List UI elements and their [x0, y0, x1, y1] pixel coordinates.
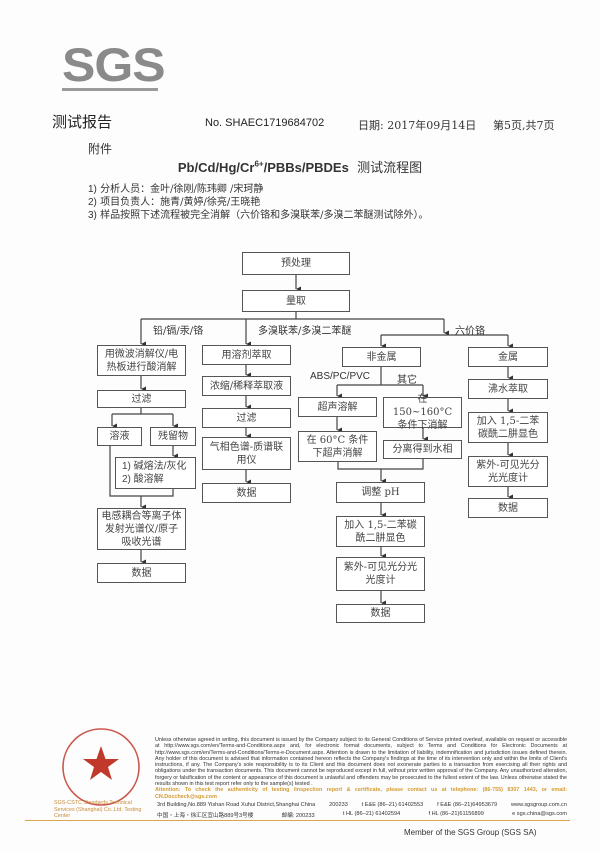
step-measure: 量取: [242, 290, 350, 312]
note-number: 2): [88, 197, 97, 208]
step-solution: 溶液: [97, 427, 142, 446]
footer-divider: [25, 820, 570, 821]
notes-list: 1) 分析人员：金叶/徐刚/陈玮卿 /宋珂静 2) 项目负责人：施青/黄婷/徐亮…: [88, 183, 428, 222]
note-text: 项目负责人：施青/黄婷/徐亮/王晓艳: [100, 197, 261, 208]
step-uv-vis: 紫外-可见光分光光度计: [336, 557, 425, 591]
step-digest-150c: 在 150~160°C 条件下消解: [383, 394, 462, 431]
postcode-cn: 邮编: 200233: [281, 813, 315, 819]
seal-caption: SGS-CSTC Standards Technical Services (S…: [54, 800, 142, 819]
step-boil-extract: 沸水萃取: [468, 379, 548, 399]
logo-underline: [62, 88, 158, 91]
note-number: 1): [88, 184, 97, 195]
step-data: 数据: [336, 604, 425, 623]
report-number: No. SHAEC1719684702: [205, 117, 325, 129]
title-main: Pb/Cd/Hg/Cr: [177, 160, 255, 175]
step-gc-ms: 气相色谱-质谱联用仪: [202, 437, 291, 470]
email: e sgs.china@sgs.com: [512, 811, 567, 817]
step-filter: 过滤: [202, 408, 291, 428]
company-seal: [62, 728, 140, 806]
sgs-logo: SGS: [62, 38, 166, 92]
annex-label: 附件: [88, 142, 113, 156]
residue-treatment-1: 1) 碱熔法/灰化: [122, 461, 187, 472]
branch-label-brominated: 多溴联苯/多溴二苯醚: [258, 326, 352, 337]
tel-en-1: t E&E (86–21) 61402553: [361, 802, 424, 808]
step-solvent-extract: 用溶剂萃取: [202, 345, 291, 365]
step-data: 数据: [202, 483, 291, 503]
tel-cn-2: f HL (86–21)61156899: [428, 811, 484, 817]
star-icon: [83, 746, 119, 780]
step-data: 数据: [468, 498, 548, 518]
step-icp-aas: 电感耦合等离子体发射光谱仪/原子吸收光谱: [97, 508, 186, 550]
address-row-en: 3rd Building,No.889 Yishan Road Xuhui Di…: [157, 802, 567, 808]
step-add-reagent: 加入 1,5-二苯碳酰二肼显色: [468, 412, 548, 443]
report-title: 测试报告: [52, 113, 113, 131]
branch-label-cr6: 六价铬: [455, 326, 485, 337]
title-rest: /PBBs/PBDEs: [263, 160, 349, 175]
member-line: Member of the SGS Group (SGS SA): [404, 828, 537, 837]
step-residue-treatment: 1) 碱熔法/灰化 2) 酸溶解: [115, 457, 196, 489]
address-row-cn: 中国・上海・徐汇区宜山路889号3号楼 邮编: 200233 t HL (86–…: [157, 811, 567, 819]
address-en: 3rd Building,No.889 Yishan Road Xuhui Di…: [157, 802, 316, 808]
step-data: 数据: [97, 563, 186, 583]
note-item: 1) 分析人员：金叶/徐刚/陈玮卿 /宋珂静: [88, 183, 428, 196]
step-separate-aqueous: 分离得到水相: [383, 440, 462, 459]
step-adjust-ph: 调整 pH: [336, 482, 425, 503]
tel-en-2: f E&E (86–21)64953679: [437, 802, 498, 808]
step-concentrate: 浓缩/稀释萃取液: [202, 376, 291, 396]
address-cn: 中国・上海・徐汇区宜山路889号3号楼: [157, 813, 254, 819]
note-item: 3) 样品按照下述流程被完全消解（六价铬和多溴联苯/多溴二苯醚测试除外）。: [88, 209, 428, 222]
tel-cn-1: t HL (86–21) 61402594: [342, 811, 401, 817]
step-add-reagent: 加入 1,5-二苯碳酰二肼显色: [336, 516, 425, 547]
title-sup: 6+: [254, 159, 264, 169]
step-metal: 金属: [468, 347, 548, 367]
step-acid-digestion: 用微波消解仪/电热板进行酸消解: [97, 345, 186, 376]
residue-treatment-2: 2) 酸溶解: [122, 474, 164, 485]
note-text: 分析人员：金叶/徐刚/陈玮卿 /宋珂静: [100, 184, 264, 195]
postcode-en: 200233: [329, 802, 348, 808]
note-text: 样品按照下述流程被完全消解（六价铬和多溴联苯/多溴二苯醚测试除外）。: [100, 210, 429, 221]
step-uv-vis: 紫外-可见光分光光度计: [468, 456, 548, 487]
note-item: 2) 项目负责人：施青/黄婷/徐亮/王晓艳: [88, 196, 428, 209]
step-filter: 过滤: [97, 390, 186, 408]
label-abs-pc-pvc: ABS/PC/PVC: [310, 371, 371, 382]
step-nonmetal: 非金属: [342, 347, 421, 367]
step-ultrasonic-dissolve: 超声溶解: [298, 397, 377, 417]
step-pretreat: 预处理: [242, 252, 350, 275]
step-residue: 残留物: [150, 427, 196, 446]
disclaimer: Unless otherwise agreed in writing, this…: [155, 737, 567, 800]
branch-label-metals: 铅/镉/汞/铬: [153, 326, 204, 337]
report-date: 日期: 2017年09月14日: [358, 119, 477, 132]
step-ultrasonic-60c: 在 60°C 条件下超声消解: [298, 431, 377, 462]
disclaimer-text: Unless otherwise agreed in writing, this…: [155, 737, 567, 788]
title-suffix: 测试流程图: [357, 161, 423, 176]
flowchart-title: Pb/Cd/Hg/Cr6+/PBBs/PBDEs 测试流程图: [0, 157, 600, 176]
attention-note: Attention: To check the authenticity of …: [155, 787, 567, 800]
website: www.sgsgroup.com.cn: [511, 802, 567, 808]
note-number: 3): [88, 210, 97, 221]
page-indicator: 第5页,共7页: [493, 119, 555, 132]
label-other: 其它: [397, 375, 417, 386]
